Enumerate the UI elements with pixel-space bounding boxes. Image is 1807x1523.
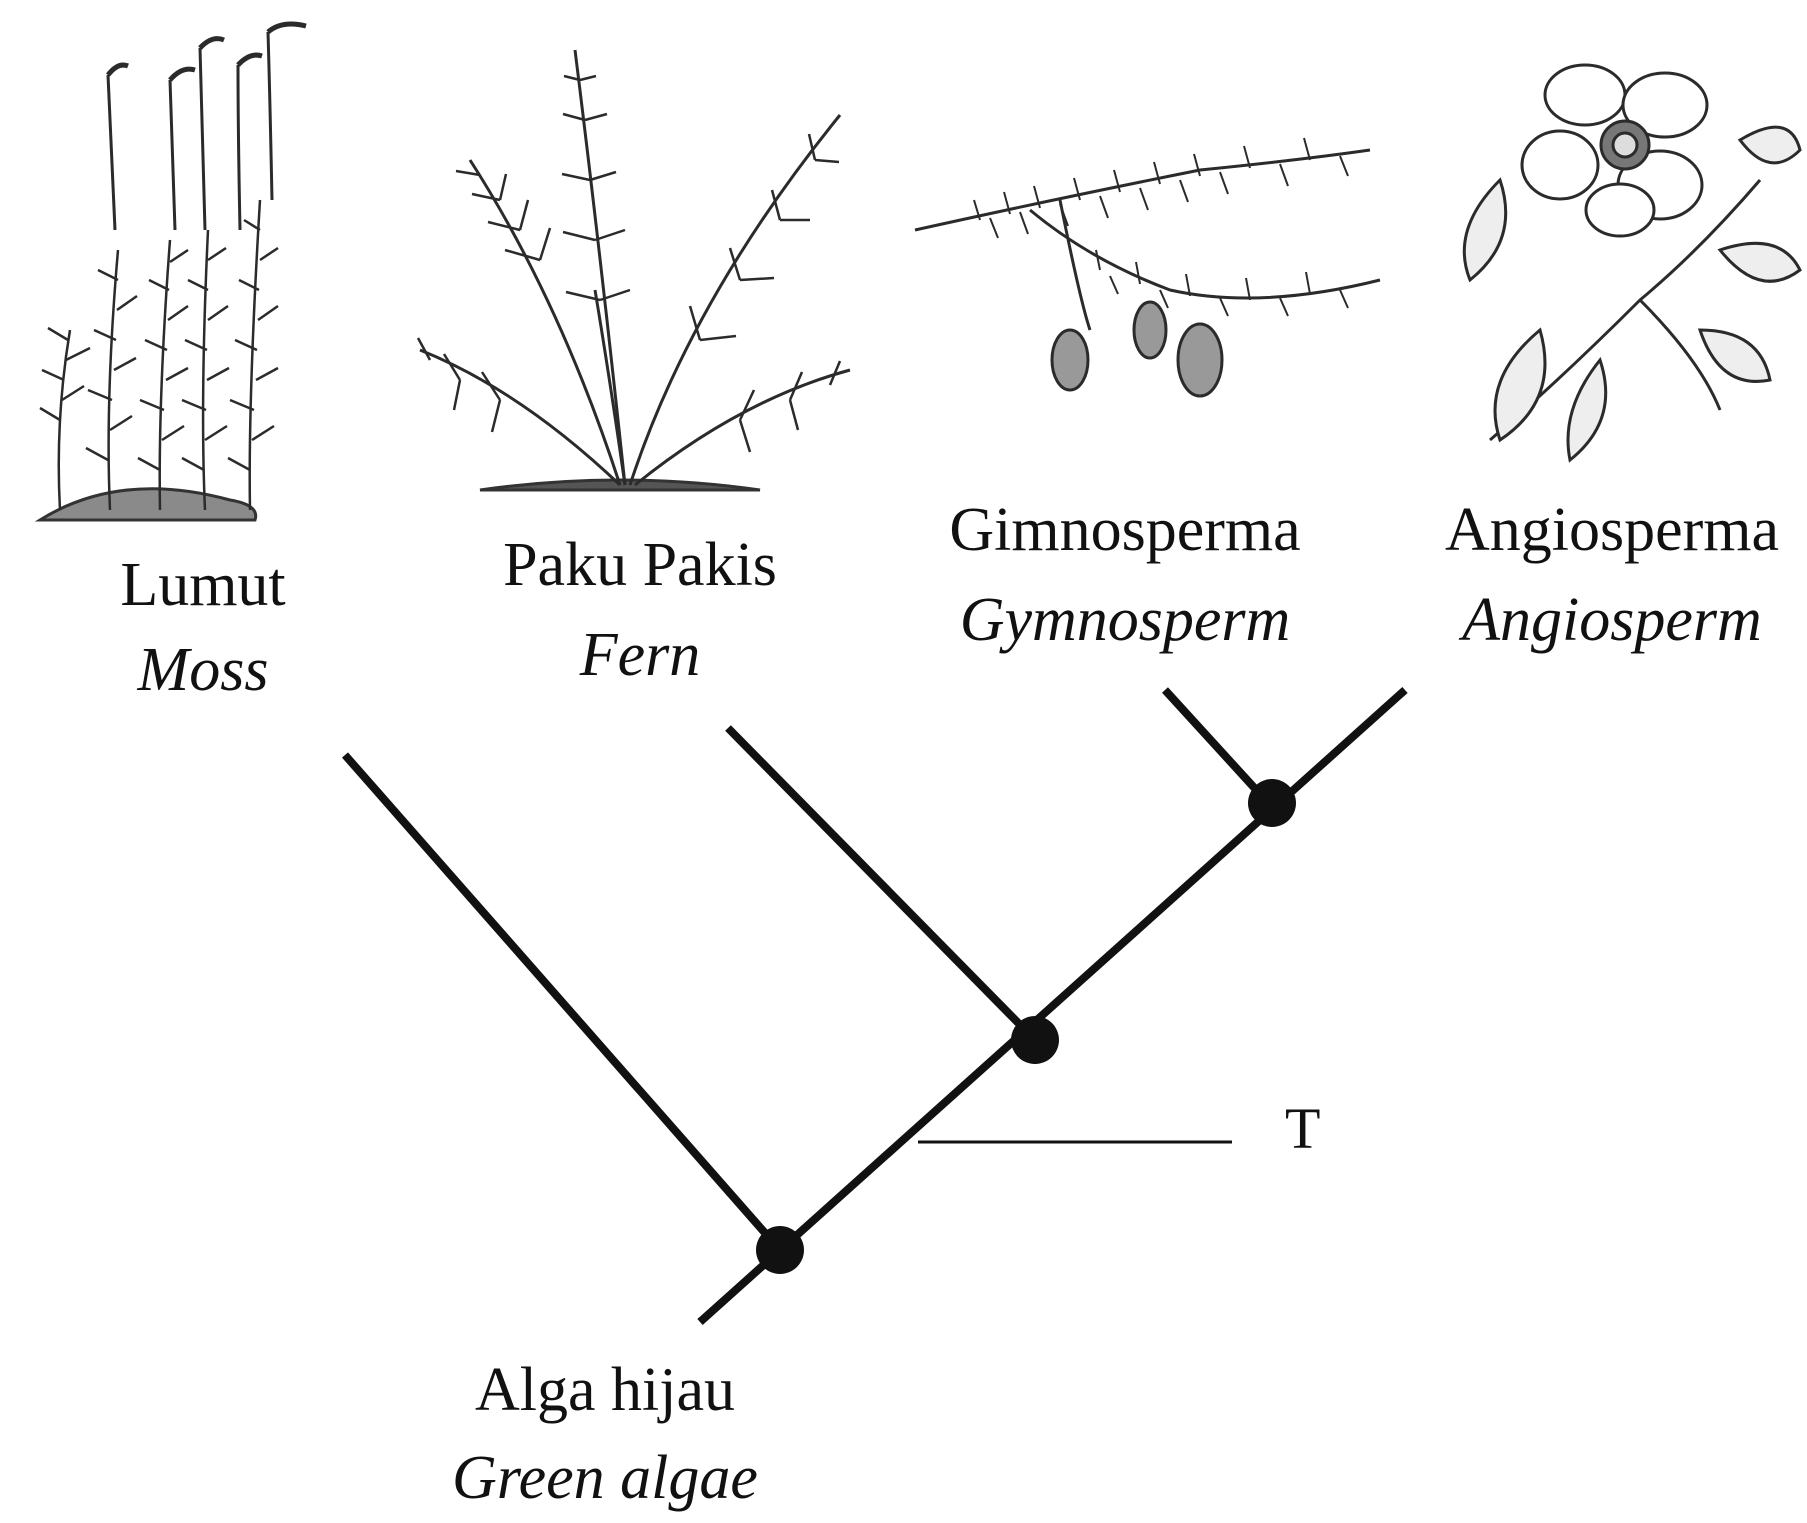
taxon-label-gymnosperm: Gimnosperma Gymnosperm (949, 496, 1300, 654)
taxon-label-angiosperm: Angiosperma Angiosperm (1445, 496, 1779, 654)
taxon-label-moss: Lumut Moss (120, 551, 285, 704)
root-name: Alga hijau (475, 1356, 735, 1424)
taxon-name-angiosperm: Angiosperma (1445, 496, 1779, 564)
branch-moss (345, 755, 780, 1250)
taxon-name-fern: Paku Pakis (503, 531, 777, 599)
taxon-name-moss: Lumut (120, 551, 285, 619)
taxon-english-gymnosperm: Gymnosperm (960, 586, 1291, 654)
node-seed-plant-split (1248, 779, 1296, 827)
moss-illustration (40, 24, 306, 520)
root-english: Green algae (452, 1444, 758, 1512)
taxon-name-gymnosperm: Gimnosperma (949, 496, 1300, 564)
node-moss-split (756, 1226, 804, 1274)
root-label: Alga hijau Green algae (452, 1356, 758, 1512)
taxon-label-fern: Paku Pakis Fern (503, 531, 777, 689)
conifer-branch-illustration (915, 138, 1380, 396)
flowering-plant-illustration (1464, 65, 1800, 460)
taxon-english-angiosperm: Angiosperm (1458, 586, 1762, 654)
branch-fern (728, 728, 1035, 1040)
marker-t-label: T (1285, 1096, 1320, 1161)
cladogram-tree (345, 690, 1405, 1322)
taxon-english-moss: Moss (137, 636, 269, 704)
trunk-branch (700, 690, 1405, 1322)
fern-illustration (418, 50, 850, 490)
taxon-english-fern: Fern (579, 621, 701, 689)
node-fern-split (1011, 1016, 1059, 1064)
